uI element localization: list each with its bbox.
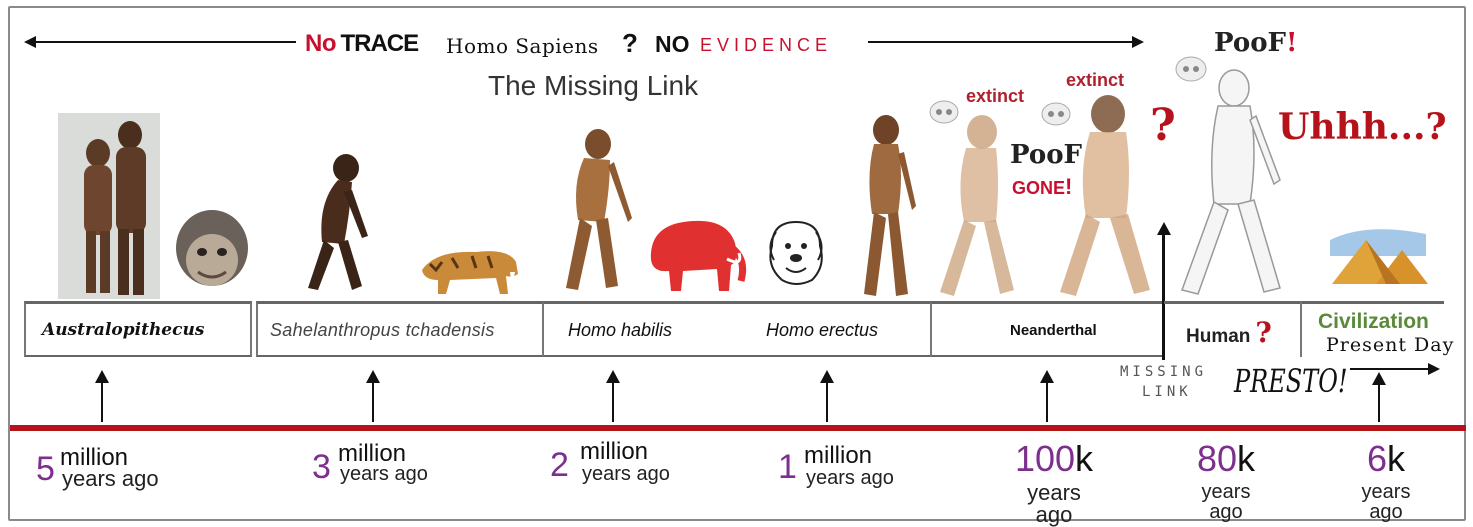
no-evidence-no: NO xyxy=(655,31,690,58)
timeline-unit: million xyxy=(804,444,872,468)
poof-top-line: PooF! xyxy=(1214,28,1297,58)
timeline-years: years xyxy=(1190,482,1262,502)
period-human-line: Human ? xyxy=(1186,316,1272,349)
trace-label: TRACE xyxy=(340,30,418,57)
timeline-k: k xyxy=(1387,438,1405,479)
period-present-day: Present Day xyxy=(1326,334,1454,356)
human-question-mark: ? xyxy=(1255,316,1271,349)
timeline-k: k xyxy=(1075,438,1093,479)
timeline-number: 1 xyxy=(778,450,797,484)
chimp-head-figure xyxy=(174,208,250,294)
period-homo-erectus: Homo erectus xyxy=(766,320,878,341)
timeline-label-100k: 100k years ago xyxy=(1006,438,1102,526)
header-line: No TRACE xyxy=(305,30,418,58)
timeline-number: 3 xyxy=(312,450,331,484)
period-top-line-modern xyxy=(1164,301,1444,304)
uhhh-label: Uhhh...? xyxy=(1278,106,1447,148)
period-divider-modern xyxy=(1300,301,1302,357)
period-civilization: Civilization xyxy=(1318,310,1429,334)
period-australopithecus: Australopithecus xyxy=(42,320,204,340)
timeline-years: years xyxy=(1006,482,1102,504)
pyramids-figure xyxy=(1326,226,1434,288)
timeline-ago: ago xyxy=(1006,504,1102,526)
timeline-number: 2 xyxy=(550,448,569,482)
timeline-number: 5 xyxy=(36,452,55,486)
red-question-mark: ? xyxy=(1150,100,1176,151)
presto-label: PRESTO! xyxy=(1234,362,1348,400)
gone-label: GONE xyxy=(1012,178,1065,198)
timeline-label-6k: 6k years ago xyxy=(1350,438,1422,522)
gone-exclamation: ! xyxy=(1065,174,1072,199)
timeline-label-80k: 80k years ago xyxy=(1190,438,1262,522)
timeline-ago: years ago xyxy=(582,464,670,484)
header-question-mark: ? xyxy=(622,28,638,59)
homo-sapiens-label: Homo Sapiens xyxy=(446,34,599,58)
timeline-k: k xyxy=(1237,438,1255,479)
extinct-label-2: extinct xyxy=(1066,70,1124,91)
skull-icon xyxy=(928,100,960,126)
period-homo-habilis: Homo habilis xyxy=(568,320,672,341)
timeline-ago: years ago xyxy=(340,464,428,484)
evidence-label: EVIDENCE xyxy=(700,35,832,56)
homo-erectus-figure xyxy=(854,114,916,298)
missing-tag-line1: MISSING xyxy=(1120,364,1207,380)
timeline-number: 100 xyxy=(1015,438,1075,479)
cartoon-dog-figure xyxy=(762,216,830,288)
timeline-ago: years ago xyxy=(806,468,894,488)
skull-icon xyxy=(1040,102,1072,128)
gone-line: GONE! xyxy=(1012,174,1072,200)
timeline-years: years xyxy=(1350,482,1422,502)
sahelanthropus-figure xyxy=(294,152,374,294)
timeline-unit: million xyxy=(580,440,648,464)
missing-tag-line2: LINK xyxy=(1142,384,1192,400)
timeline-number: 6 xyxy=(1367,438,1387,479)
australopithecus-pair-figure xyxy=(58,113,160,299)
missing-link-title: The Missing Link xyxy=(488,70,698,102)
white-statue-human-figure xyxy=(1170,64,1282,298)
timeline-bar xyxy=(10,425,1466,431)
period-neanderthal: Neanderthal xyxy=(1010,322,1097,339)
poof-label: PooF xyxy=(1010,140,1082,170)
period-sahelanthropus: Sahelanthropus tchadensis xyxy=(270,320,495,341)
poof-top-label: PooF xyxy=(1214,28,1286,58)
period-human: Human xyxy=(1186,326,1250,347)
sabertooth-cat-figure xyxy=(416,240,524,296)
timeline-ago: years ago xyxy=(62,468,159,490)
extinct-label-1: extinct xyxy=(966,86,1024,107)
homo-habilis-figure xyxy=(552,128,634,294)
timeline-ago: ago xyxy=(1190,502,1262,522)
timeline-ago: ago xyxy=(1350,502,1422,522)
mammoth-figure xyxy=(643,213,747,293)
no-label: No xyxy=(305,30,336,57)
timeline-number: 80 xyxy=(1197,438,1237,479)
poof-top-exclamation: ! xyxy=(1286,28,1297,58)
